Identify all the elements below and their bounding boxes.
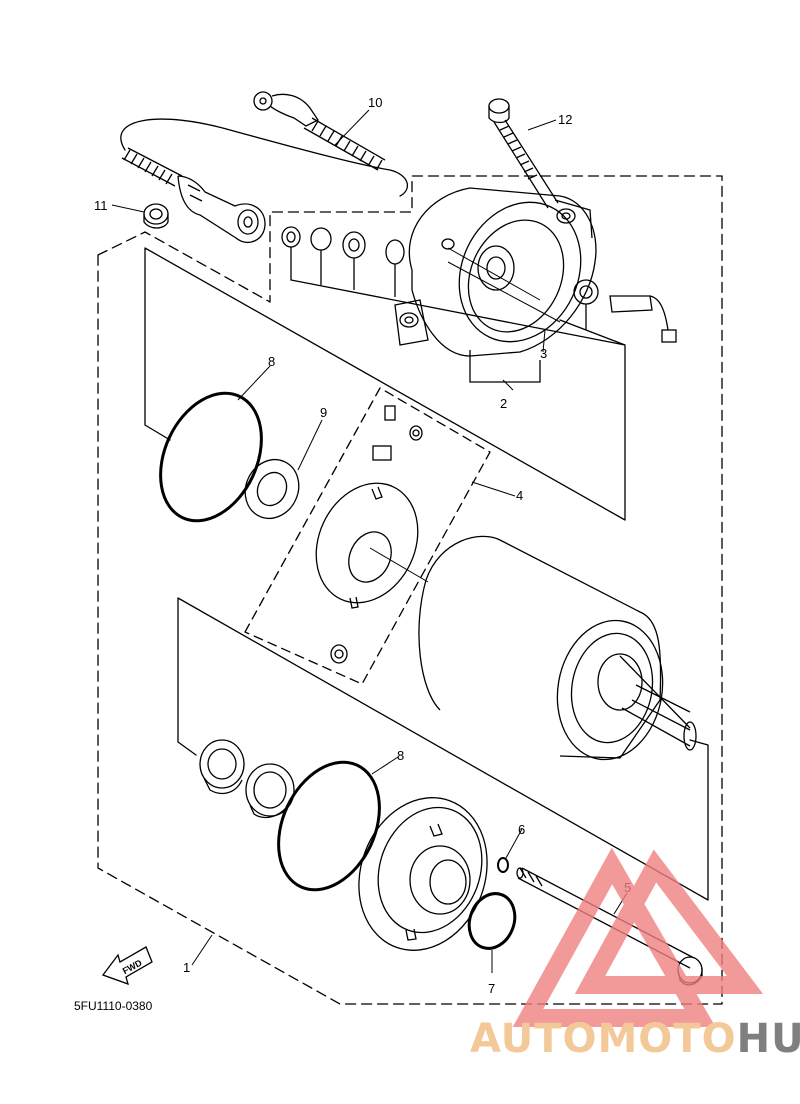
cable-wire: [120, 118, 409, 197]
brush-plate: [315, 405, 423, 664]
fwd-arrow-icon: FWD: [101, 946, 153, 986]
diagram-code: 5FU1110-0380: [74, 999, 153, 1013]
brush-holder-boundary: [244, 387, 491, 685]
cable-end-left: [121, 147, 266, 243]
lower-leader-frame: [177, 597, 709, 901]
watermark-part2: HUB: [736, 1016, 800, 1062]
callout-8-upper: 8: [268, 354, 275, 369]
bearing: [199, 739, 245, 795]
watermark-part1: AUTOMOTO: [470, 1016, 737, 1062]
callout-9: 9: [320, 405, 327, 420]
upper-leader-frame: [144, 247, 626, 521]
callout-4: 4: [516, 488, 523, 503]
washer-9: [244, 459, 300, 519]
watermark-logo-triangle: [512, 847, 764, 1027]
watermark-text: AUTOMOTOHUB: [470, 1016, 800, 1062]
rear-cover: [358, 797, 488, 951]
assembly-boundary-dashed: [97, 175, 723, 1005]
callout-12: 12: [558, 112, 572, 127]
callout-11: 11: [94, 198, 108, 213]
needle-bearing: [245, 763, 295, 819]
callout-2: 2: [500, 396, 507, 411]
o-ring-8-upper: [159, 391, 263, 523]
yoke-body: [418, 535, 697, 761]
callout-3: 3: [540, 346, 547, 361]
o-ring-7: [467, 892, 517, 950]
callout-7: 7: [488, 981, 495, 996]
callout-1: 1: [183, 960, 190, 975]
callout-10: 10: [368, 95, 382, 110]
callout-6: 6: [518, 822, 525, 837]
bolt-12: [488, 98, 559, 209]
terminal-cable-end: [253, 91, 386, 171]
callout-leaders: [111, 109, 628, 973]
nut-11: [143, 203, 169, 229]
o-ring-6: [497, 857, 509, 873]
front-cover-small-parts: [281, 226, 677, 383]
callout-8-lower: 8: [397, 748, 404, 763]
front-cover: [394, 187, 597, 357]
